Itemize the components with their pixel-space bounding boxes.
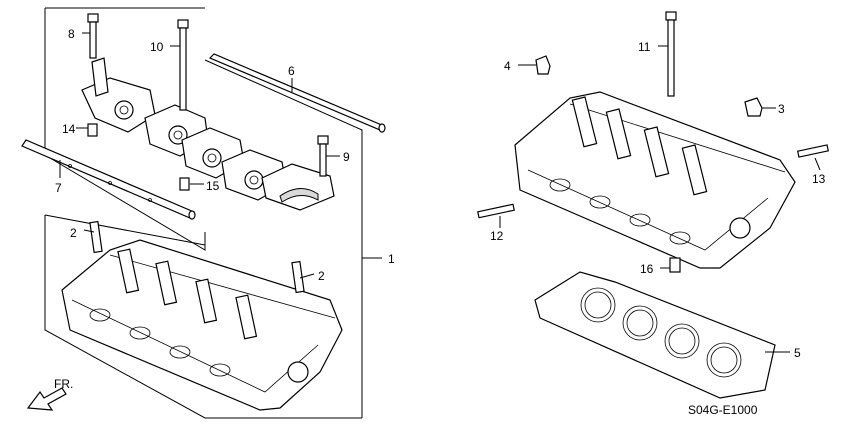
nut-3	[744, 97, 763, 117]
bolt-8	[87, 13, 99, 59]
front-arrow	[26, 387, 67, 411]
callout-9: 9	[343, 150, 350, 164]
left-assembly-frame	[44, 7, 363, 419]
callout-8: 8	[68, 27, 75, 41]
rocker-shaft-7	[21, 139, 196, 220]
callout-1: 1	[388, 252, 395, 266]
callout-labels: 1 2 2 3 4 5 6 7 8 9 10 11 12 13 14 15 16	[55, 27, 826, 360]
bolt-10	[177, 19, 189, 111]
dowel-pin-14	[87, 123, 98, 137]
diagram-code: S04G-E1000	[688, 403, 758, 417]
bolt-9	[317, 135, 329, 177]
callout-13: 13	[812, 172, 826, 186]
dowel-pin-15	[179, 177, 190, 191]
head-gasket	[534, 271, 776, 399]
callout-3: 3	[778, 102, 785, 116]
callout-15: 15	[206, 179, 220, 193]
callout-7: 7	[55, 181, 62, 195]
callout-16: 16	[640, 262, 654, 276]
callout-6: 6	[288, 64, 295, 78]
callout-5: 5	[794, 346, 801, 360]
bolt-11	[665, 11, 677, 97]
callout-10: 10	[150, 40, 164, 54]
rocker-shaft-6	[208, 53, 386, 133]
dowel-pin-16	[669, 257, 681, 273]
cylinder-head-right	[514, 91, 796, 269]
callout-2b: 2	[318, 269, 325, 283]
cylinder-head-left	[61, 239, 343, 411]
callout-11: 11	[638, 40, 651, 54]
stud-12	[477, 203, 515, 219]
pin-2a	[89, 220, 103, 254]
cap-4	[535, 55, 551, 75]
callout-12: 12	[490, 229, 504, 243]
leader-lines	[59, 32, 821, 353]
rocker-arm-assembly	[81, 57, 335, 211]
callout-14: 14	[62, 122, 76, 136]
stud-13	[796, 144, 830, 158]
callout-2a: 2	[70, 226, 77, 240]
callout-4: 4	[504, 59, 511, 73]
front-indicator-label: FR.	[54, 377, 73, 391]
pin-2b	[291, 260, 305, 294]
